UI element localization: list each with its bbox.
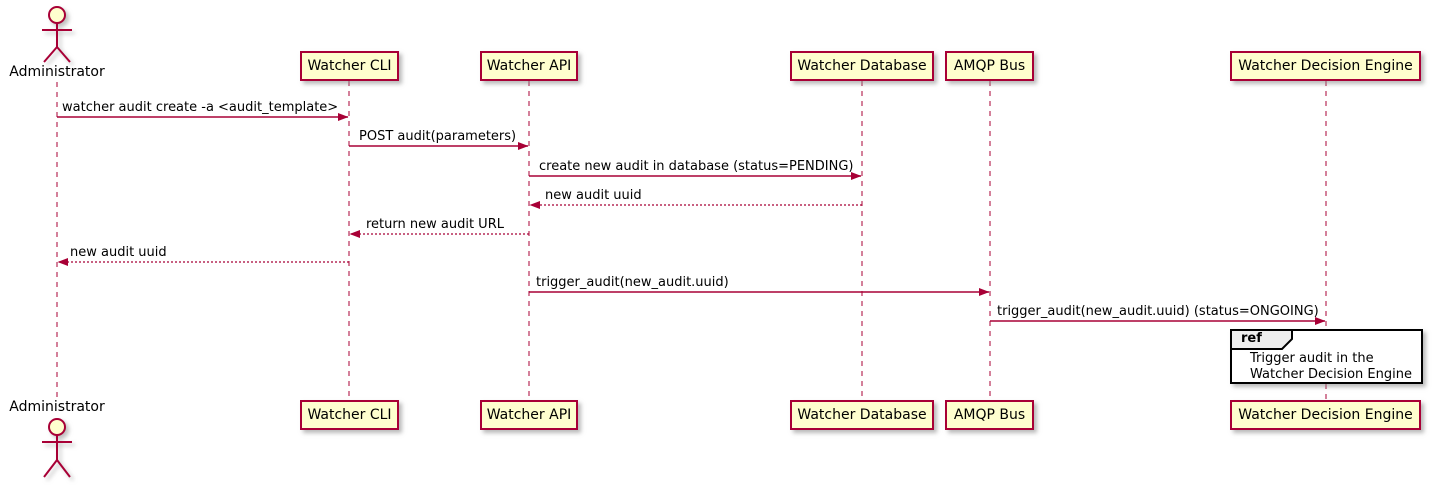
message-label-5: return new audit URL (366, 217, 504, 232)
participant-watcher-api-top: Watcher API (480, 51, 578, 81)
participant-amqp-bus-top: AMQP Bus (945, 51, 1034, 81)
ref-tag-label: ref (1241, 331, 1262, 346)
participant-watcher-api-bottom: Watcher API (480, 400, 578, 430)
participant-watcher-decision-engine-top: Watcher Decision Engine (1230, 51, 1421, 81)
message-label-8: trigger_audit(new_audit.uuid) (status=ON… (997, 304, 1319, 319)
participant-watcher-cli-bottom: Watcher CLI (300, 400, 399, 430)
participant-watcher-database-bottom: Watcher Database (790, 400, 934, 430)
message-label-4: new audit uuid (545, 188, 642, 203)
actor-label-administrator-bottom: Administrator (9, 399, 105, 415)
message-label-6: new audit uuid (70, 245, 167, 260)
message-label-3: create new audit in database (status=PEN… (539, 159, 854, 174)
message-label-7: trigger_audit(new_audit.uuid) (536, 275, 729, 290)
message-label-2: POST audit(parameters) (359, 129, 517, 144)
ref-text-line-2: Watcher Decision Engine (1250, 367, 1412, 382)
ref-text-line-1: Trigger audit in the (1250, 351, 1374, 366)
message-label-1: watcher audit create -a <audit_template> (62, 100, 339, 115)
actor-label-administrator-top: Administrator (9, 64, 105, 80)
participant-watcher-cli-top: Watcher CLI (300, 51, 399, 81)
participant-watcher-decision-engine-bottom: Watcher Decision Engine (1230, 400, 1421, 430)
ref-fragment: ref Trigger audit in the Watcher Decisio… (1230, 329, 1423, 384)
administrator-actor-icon-top (42, 6, 72, 63)
administrator-actor-icon-bottom (42, 418, 72, 478)
participant-watcher-database-top: Watcher Database (790, 51, 934, 81)
ref-tag-shape (1230, 329, 1293, 350)
participant-amqp-bus-bottom: AMQP Bus (945, 400, 1034, 430)
